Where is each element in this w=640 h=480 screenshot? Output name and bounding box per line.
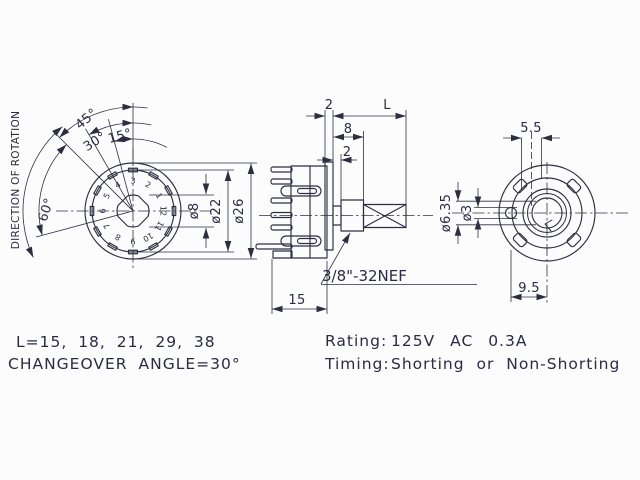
timing-label: Timing: xyxy=(324,355,390,373)
dim-label-shaft-length: L xyxy=(383,98,391,113)
rear-view-body xyxy=(498,164,596,262)
arc-30deg-extension xyxy=(132,122,152,126)
shaft-hub xyxy=(116,194,150,228)
dim-label-flat-width: 5.5 xyxy=(520,121,542,136)
side-view: 2 L 8 2 15 3/8"-32NEF xyxy=(255,98,477,314)
terminal-pin xyxy=(255,243,293,250)
position-number: 11 xyxy=(153,219,166,232)
note-shaft-lengths: L=15, 18, 21, 29, 38 xyxy=(16,333,216,351)
notes-block: L=15, 18, 21, 29, 38 CHANGEOVER ANGLE=30… xyxy=(8,332,620,373)
arc-15deg-extension xyxy=(132,138,167,148)
rating-label: Rating: xyxy=(325,332,387,350)
thread-spec-label: 3/8"-32NEF xyxy=(322,267,407,285)
terminal-pin xyxy=(270,166,293,173)
direction-of-rotation-label: DIRECTION OF ROTATION xyxy=(10,111,22,250)
radial-line-30 xyxy=(85,128,134,212)
side-view-dimensions xyxy=(271,110,477,314)
angle-label-15: 15° xyxy=(107,126,134,147)
position-number: 1 xyxy=(154,192,164,201)
timing-value: Shorting or Non-Shorting xyxy=(391,355,620,373)
retaining-clip xyxy=(527,193,567,233)
angle-label-60: 60° xyxy=(36,196,58,223)
arc-45deg xyxy=(59,103,134,138)
dim-label-body-depth: 15 xyxy=(288,293,305,308)
position-numbers: 1 2 3 4 5 6 7 8 9 10 11 12 xyxy=(99,177,168,246)
dim-label-tab-length: 2 xyxy=(343,145,352,160)
centerlines xyxy=(56,132,628,303)
rear-boss-circle xyxy=(511,177,583,249)
dim-label-bushing-length: 8 xyxy=(344,122,353,137)
dim-label-plate-thickness: 2 xyxy=(325,98,334,113)
dia-label-shaft: ø8 xyxy=(187,203,202,220)
mounting-ear xyxy=(512,178,528,194)
position-number: 10 xyxy=(141,231,154,244)
position-number: 2 xyxy=(144,180,153,190)
rating-value: 125V AC 0.3A xyxy=(391,332,527,350)
terminal-pins xyxy=(255,166,322,259)
dim-label-pin-offset: 9.5 xyxy=(518,281,540,296)
arc-45deg-extension xyxy=(132,106,148,109)
switch-body xyxy=(290,165,328,259)
position-number: 9 xyxy=(130,237,135,246)
terminal-lug xyxy=(280,185,322,197)
terminal-pin xyxy=(270,224,293,231)
radial-line-45 xyxy=(53,131,134,212)
position-number: 12 xyxy=(159,206,168,216)
retaining-clip-notch xyxy=(544,219,553,232)
rear-bushing-circle xyxy=(522,188,572,238)
position-number: 3 xyxy=(130,177,135,186)
body-step xyxy=(272,250,293,259)
terminal-lug-slot xyxy=(296,187,318,195)
dia-label-contact-circle: ø22 xyxy=(209,198,224,223)
mounting-ear xyxy=(512,232,528,248)
note-changeover-angle: CHANGEOVER ANGLE=30° xyxy=(8,355,241,373)
rear-shaft-circle xyxy=(531,197,563,229)
terminal-pin xyxy=(270,178,293,185)
mounting-ear xyxy=(566,178,582,194)
terminal-pin xyxy=(270,211,293,219)
position-number: 7 xyxy=(102,222,112,231)
dia-label-body: ø26 xyxy=(232,198,247,223)
rear-flange-circle xyxy=(498,164,596,262)
position-number: 6 xyxy=(99,208,108,213)
rear-view: 5.5 9.5 ø6.35 ø3 xyxy=(439,121,596,302)
mounting-ear xyxy=(566,232,582,248)
front-diameter-dimensions xyxy=(133,162,257,260)
thread-leader-line xyxy=(320,232,351,285)
position-number: 5 xyxy=(102,192,112,201)
angle-dimensions xyxy=(22,103,167,258)
dim-label-shaft-dia: ø6.35 xyxy=(439,194,454,232)
dim-label-pin-dia: ø3 xyxy=(460,205,475,222)
terminal-lug-slot xyxy=(296,237,318,245)
arc-15deg xyxy=(114,135,134,143)
terminal-lug xyxy=(280,235,322,247)
shaft xyxy=(362,203,407,229)
shaft-flat-cross-2 xyxy=(362,203,407,229)
terminal-pin xyxy=(270,197,293,204)
position-number: 8 xyxy=(114,232,123,242)
direction-of-rotation-arc xyxy=(22,126,63,258)
rear-view-dimensions xyxy=(454,134,560,302)
